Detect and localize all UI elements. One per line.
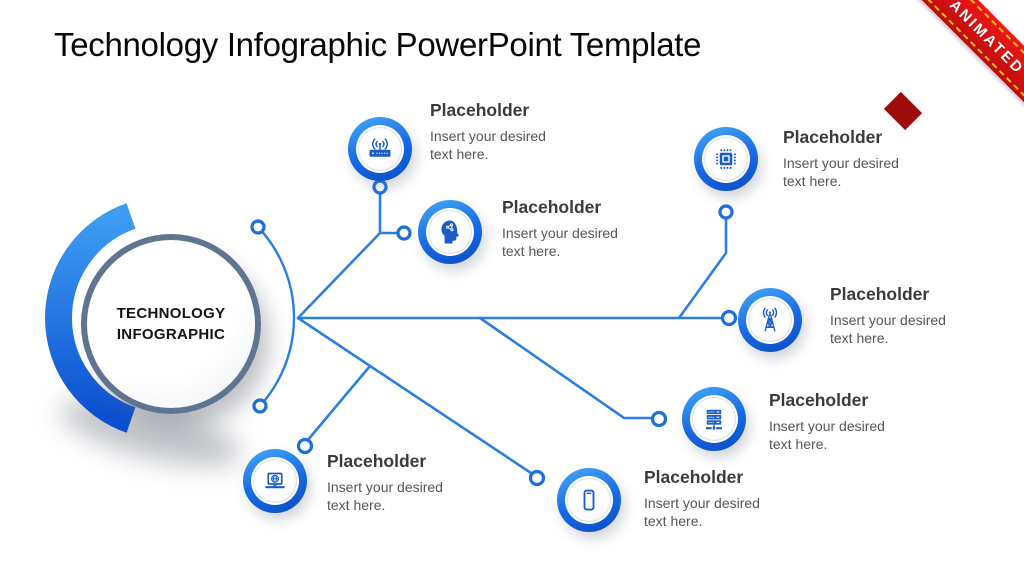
central-circle[interactable]: TECHNOLOGY INFOGRAPHIC xyxy=(81,234,261,414)
node-signal-tower[interactable] xyxy=(738,288,802,352)
node-description[interactable]: Insert your desired text here. xyxy=(430,128,546,162)
node-description[interactable]: Insert your desired text here. xyxy=(769,418,885,452)
node-cpu-chip[interactable] xyxy=(694,127,758,191)
node-description[interactable]: Insert your desired text here. xyxy=(502,225,618,259)
placeholder-text-head[interactable]: Placeholder Insert your desired text her… xyxy=(502,197,662,261)
wifi-router-icon xyxy=(369,138,391,157)
node-description[interactable]: Insert your desired text here. xyxy=(644,495,760,529)
node-laptop-globe[interactable] xyxy=(243,449,307,513)
laptop-globe-icon xyxy=(265,472,285,489)
node-title[interactable]: Placeholder xyxy=(769,390,869,410)
page-title[interactable]: Technology Infographic PowerPoint Templa… xyxy=(54,26,702,63)
connector-lines xyxy=(296,190,728,475)
placeholder-text-tower[interactable]: Placeholder Insert your desired text her… xyxy=(830,284,990,348)
node-server-rack[interactable] xyxy=(682,387,746,451)
signal-tower-icon xyxy=(762,307,778,332)
node-description[interactable]: Insert your desired text here. xyxy=(783,155,899,189)
placeholder-text-cpu[interactable]: Placeholder Insert your desired text her… xyxy=(783,127,943,191)
placeholder-text-server[interactable]: Placeholder Insert your desired text her… xyxy=(769,390,929,454)
placeholder-text-laptop[interactable]: Placeholder Insert your desired text her… xyxy=(327,451,487,515)
node-wifi-router[interactable] xyxy=(348,117,412,181)
node-ai-head[interactable] xyxy=(418,200,482,264)
ai-head-icon xyxy=(441,220,459,244)
node-description[interactable]: Insert your desired text here. xyxy=(830,312,946,346)
crescent-accent xyxy=(45,203,136,433)
node-description[interactable]: Insert your desired text here. xyxy=(327,479,443,513)
smartphone-icon xyxy=(583,489,595,511)
node-title[interactable]: Placeholder xyxy=(783,127,883,147)
node-title[interactable]: Placeholder xyxy=(502,197,602,217)
node-title[interactable]: Placeholder xyxy=(830,284,930,304)
node-title[interactable]: Placeholder xyxy=(644,467,744,487)
server-rack-icon xyxy=(706,409,722,430)
node-title[interactable]: Placeholder xyxy=(430,100,530,120)
placeholder-text-phone[interactable]: Placeholder Insert your desired text her… xyxy=(644,467,804,531)
orbit-arc xyxy=(257,226,296,407)
central-circle-label: TECHNOLOGY INFOGRAPHIC xyxy=(116,305,226,343)
cpu-chip-icon xyxy=(716,149,736,169)
connector-dots xyxy=(250,179,738,487)
node-smartphone[interactable] xyxy=(557,468,621,532)
placeholder-text-router[interactable]: Placeholder Insert your desired text her… xyxy=(430,100,590,164)
node-title[interactable]: Placeholder xyxy=(327,451,427,471)
